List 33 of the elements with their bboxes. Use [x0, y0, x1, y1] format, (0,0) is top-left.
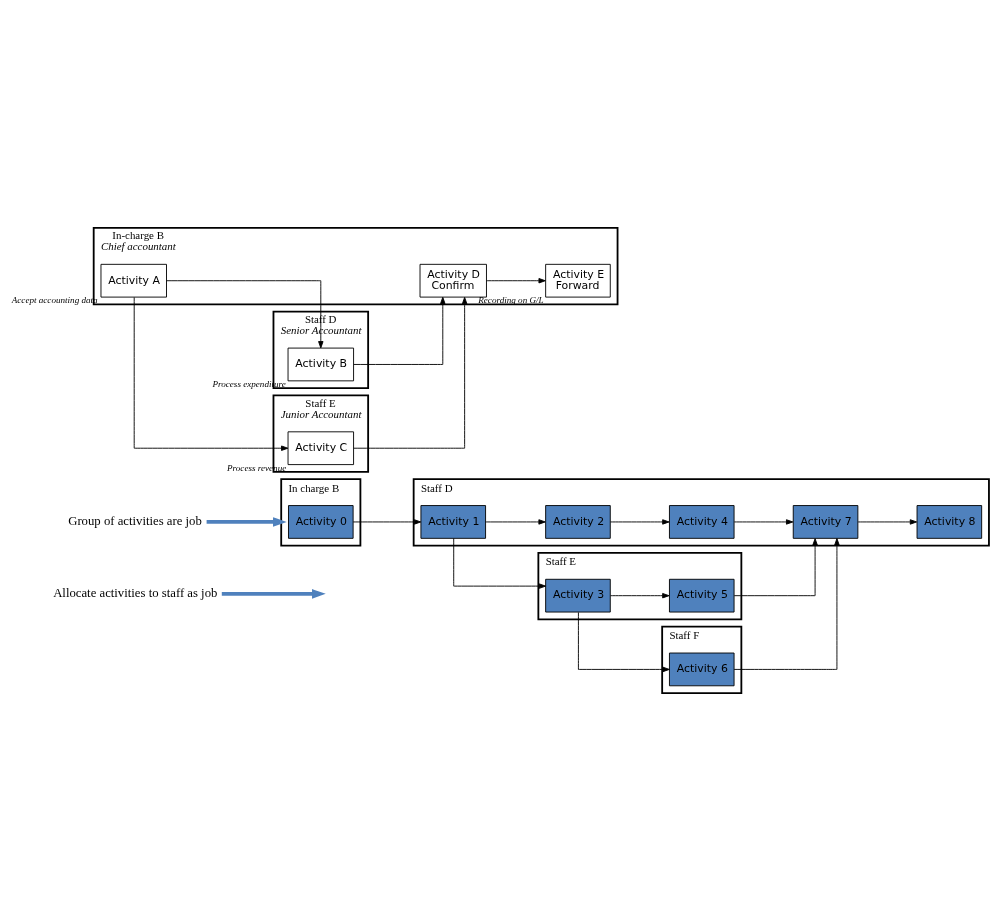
arrow — [485, 518, 546, 525]
node-box: Activity A — [100, 263, 167, 298]
node-box: Activity E Forward — [545, 263, 611, 298]
node-box: Activity 3 — [545, 578, 611, 612]
node-box: Activity 7 — [792, 504, 859, 539]
arrow — [352, 518, 422, 525]
arrow — [857, 518, 918, 525]
node-box: Activity 8 — [916, 504, 983, 539]
arrow — [453, 537, 547, 589]
arrow — [733, 518, 794, 525]
arrow — [577, 611, 670, 672]
node-text: Allocate activities to staff as job — [53, 585, 218, 600]
node-box: Activity D Confirm — [419, 263, 487, 298]
arrow — [733, 537, 818, 596]
node-box: Activity 1 — [420, 504, 487, 539]
node-box: Activity 2 — [545, 504, 611, 539]
arrow — [353, 296, 446, 365]
arrow — [733, 537, 840, 670]
node-box: Activity 0 — [288, 504, 354, 539]
arrow — [486, 277, 546, 283]
node-text: Group of activities are job — [68, 513, 202, 528]
arrow — [166, 279, 324, 348]
node-box: Activity 4 — [669, 504, 735, 539]
node-box: Activity C — [287, 430, 355, 465]
node-box: Activity 6 — [669, 652, 735, 686]
node-box: Activity 5 — [669, 578, 735, 612]
node-box: Activity B — [287, 347, 355, 381]
arrow — [353, 296, 468, 449]
arrow — [206, 516, 287, 527]
arrow — [610, 592, 670, 598]
arrow — [610, 518, 670, 525]
arrow — [133, 296, 289, 451]
arrow — [221, 588, 326, 599]
